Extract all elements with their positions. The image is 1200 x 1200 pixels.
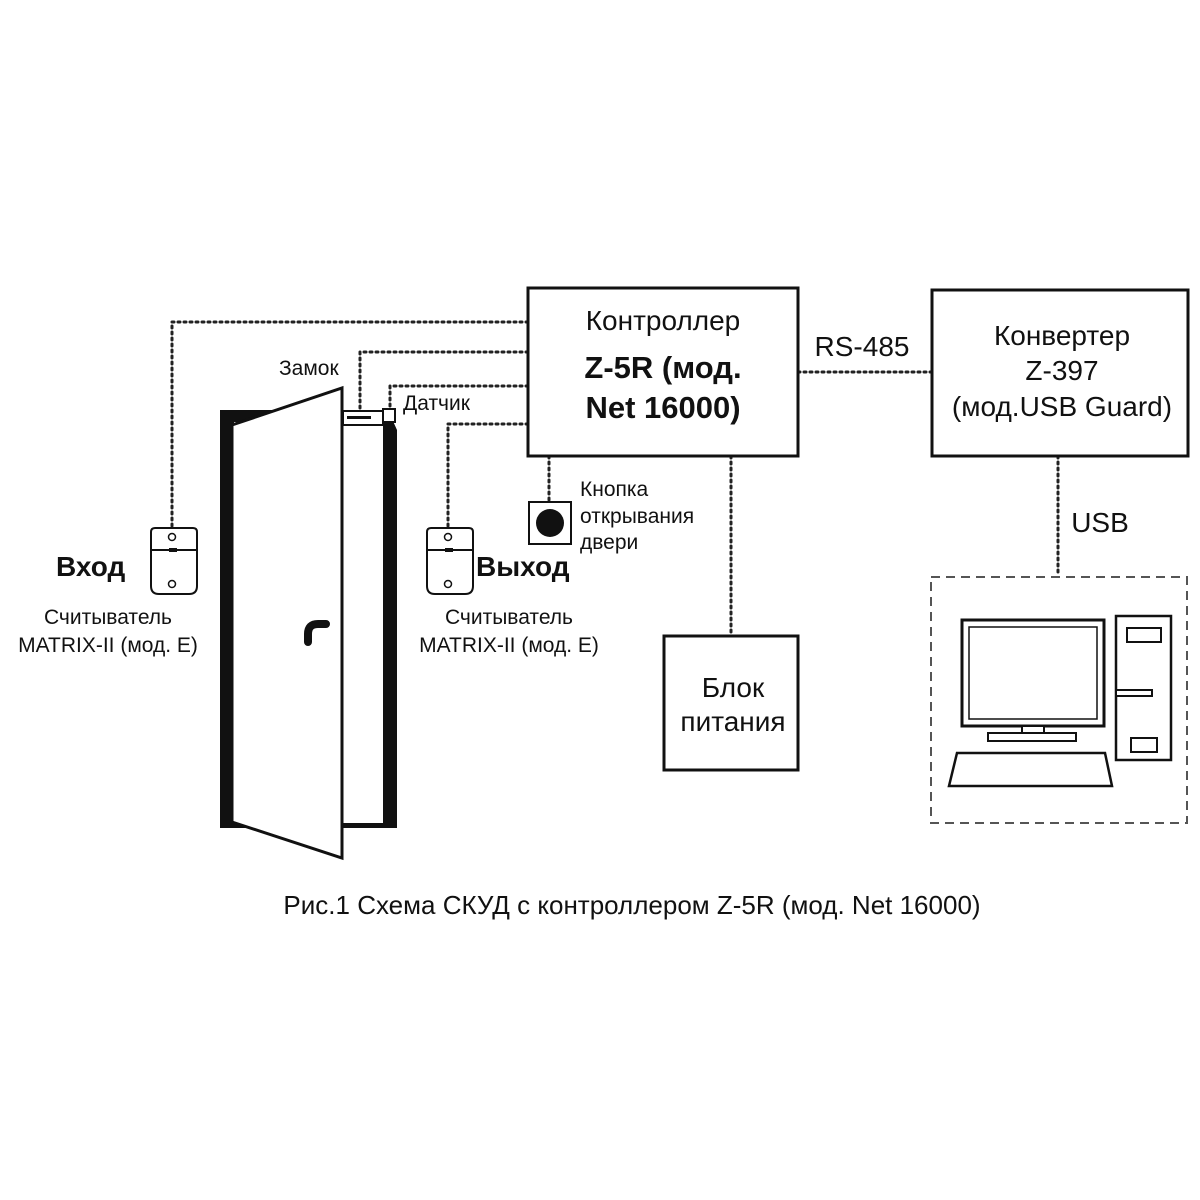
door-handle	[304, 620, 330, 646]
door-leaf	[230, 385, 344, 861]
exit-reader-body	[426, 527, 474, 595]
door	[220, 385, 397, 861]
power-supply-box	[662, 634, 800, 772]
exit-button-line3: двери	[580, 531, 638, 554]
converter-box	[930, 288, 1190, 458]
exit-reader-wire	[446, 422, 530, 530]
controller-model-line2: Net 16000)	[585, 390, 740, 425]
entry-reader-body	[150, 527, 198, 595]
exit-button-device	[528, 501, 572, 545]
entry-reader-label-line2: MATRIX-II (мод. E)	[18, 634, 198, 657]
keyboard-icon	[947, 751, 1114, 788]
power-supply-line1: Блок	[702, 672, 765, 703]
usb-label: USB	[1071, 507, 1129, 538]
exit-reader	[426, 527, 474, 595]
computer-area-border	[930, 576, 1188, 824]
lock-label: Замок	[279, 357, 339, 380]
controller-box	[526, 286, 800, 458]
converter-model-variant: (мод.USB Guard)	[952, 391, 1172, 422]
rs485-label: RS-485	[815, 331, 910, 362]
entry-title: Вход	[56, 551, 125, 582]
controller-title: Контроллер	[586, 305, 741, 336]
lock-wire	[358, 350, 530, 412]
exit-reader-label-line2: MATRIX-II (мод. E)	[419, 634, 599, 657]
wiring	[170, 320, 1060, 638]
exit-button-line2: открывания	[580, 505, 694, 528]
monitor-stand	[987, 732, 1077, 742]
door-sensor	[382, 408, 396, 423]
converter-title: Конвертер	[994, 320, 1130, 351]
figure-caption: Рис.1 Схема СКУД с контроллером Z-5R (мо…	[283, 890, 980, 920]
exit-title: Выход	[476, 551, 570, 582]
sensor-wire	[388, 384, 530, 412]
entry-reader	[150, 527, 198, 595]
door-jamb	[341, 419, 385, 825]
exit-reader-label-line1: Считыватель	[445, 606, 573, 629]
monitor-neck	[1021, 725, 1045, 734]
sensor-label: Датчик	[403, 392, 471, 415]
entry-reader-wire	[170, 320, 530, 530]
computer-workstation	[930, 576, 1188, 824]
converter-model: Z-397	[1025, 355, 1098, 386]
entry-reader-label-line1: Считыватель	[44, 606, 172, 629]
lock-slot	[347, 416, 371, 419]
exit-button-line1: Кнопка	[580, 478, 649, 501]
power-supply-line2: питания	[680, 706, 785, 737]
exit-button-icon	[536, 509, 564, 537]
controller-model-line1: Z-5R (мод.	[584, 350, 741, 385]
